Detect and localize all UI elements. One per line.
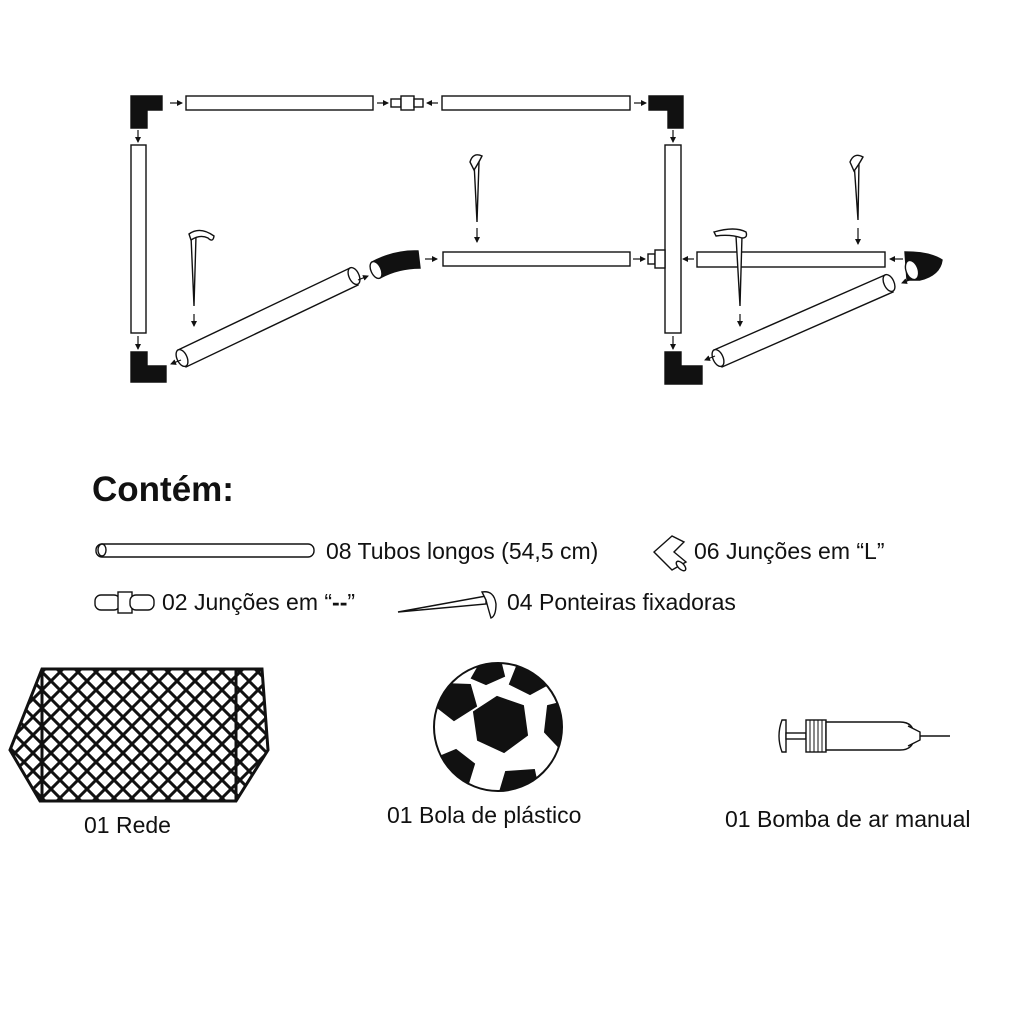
l-joint-middle [371,250,421,279]
straight-joints-text: 02 Junções em “ [162,589,333,615]
net-strand [262,669,268,801]
goal-frame-diagram [130,95,943,385]
tube-top-right [441,95,631,111]
net-strand [100,669,254,801]
assembly-arrows [135,100,913,365]
net-strand [82,669,236,801]
tube-middle [442,251,631,267]
l-joint-icon [652,535,688,572]
net-strand [10,669,74,801]
net-strand [10,669,110,801]
stake-left [188,229,215,307]
stakes-label: 04 Ponteiras fixadoras [507,589,736,615]
straight-joints-dash: -- [332,589,348,615]
net-strand [300,660,450,810]
l-joints-label: 06 Junções em “L” [694,538,885,564]
net-strand [10,669,92,801]
pump-label: 01 Bomba de ar manual [725,806,971,832]
straight-joints-label: 02 Junções em “--” [162,591,355,614]
net-strand [282,660,432,810]
net-strand [10,669,128,801]
tube-right-horizontal [696,251,886,268]
net-strand [10,669,164,801]
net-strand [172,669,268,801]
tube-icon [95,543,315,558]
tube-right-diagonal [711,273,896,368]
net-strand [282,660,432,810]
net-strand [10,669,92,801]
stake-right-cross [712,228,748,307]
tubes-label: 08 Tubos longos (54,5 cm) [326,538,599,564]
net-strand [10,669,74,801]
ball-label: 01 Bola de plástico [387,802,582,828]
contents-title: Contém: [92,470,234,509]
net-strand [244,669,268,801]
net-strand [10,669,56,801]
straight-joints-close: ” [347,589,356,615]
net-strand [64,669,218,801]
straight-joint-icon [94,591,155,614]
stake-right-top [849,154,864,221]
net-label: 01 Rede [84,812,171,838]
l-joint-top-left [130,95,163,129]
net-strand [46,669,200,801]
soccer-ball-icon [433,662,563,792]
l-joint-top-right [648,95,684,129]
net-strand [118,669,268,801]
net-strand [226,669,268,801]
net-strand [300,660,450,810]
straight-joint-top [390,95,424,111]
stake-icon [397,591,497,619]
tube-top-left [185,95,374,111]
pump-icon [778,719,950,753]
tube-left-diagonal [175,266,361,368]
tee-stub [647,249,666,269]
tube-left-vertical [130,144,147,334]
net-strand [244,669,268,801]
net-strand [28,669,182,801]
l-joint-bottom-right [664,351,703,385]
l-joint-bottom-left [130,351,167,383]
stake-middle [469,154,483,223]
net-strand [262,669,268,801]
tube-right-vertical [664,144,682,334]
net-strand [154,669,268,801]
net-strand [10,669,56,801]
